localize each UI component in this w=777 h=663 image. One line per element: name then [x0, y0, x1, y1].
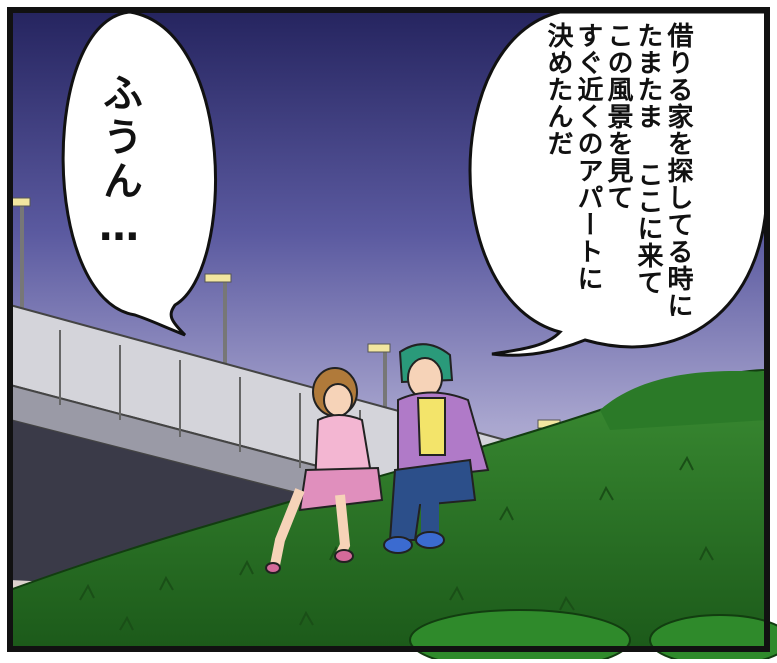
- speech-bubble-right: [468, 10, 769, 357]
- man-figure: [383, 343, 490, 554]
- panel-border: [7, 7, 770, 652]
- speech-text-right: 借りる家を探してる時に たまたま ここに来て この風景を見て すぐ近くのアパート…: [543, 22, 693, 319]
- speech-bubble-left: [61, 10, 218, 337]
- speech-text-left: ふうん…: [96, 72, 142, 254]
- woman-figure: [265, 367, 384, 574]
